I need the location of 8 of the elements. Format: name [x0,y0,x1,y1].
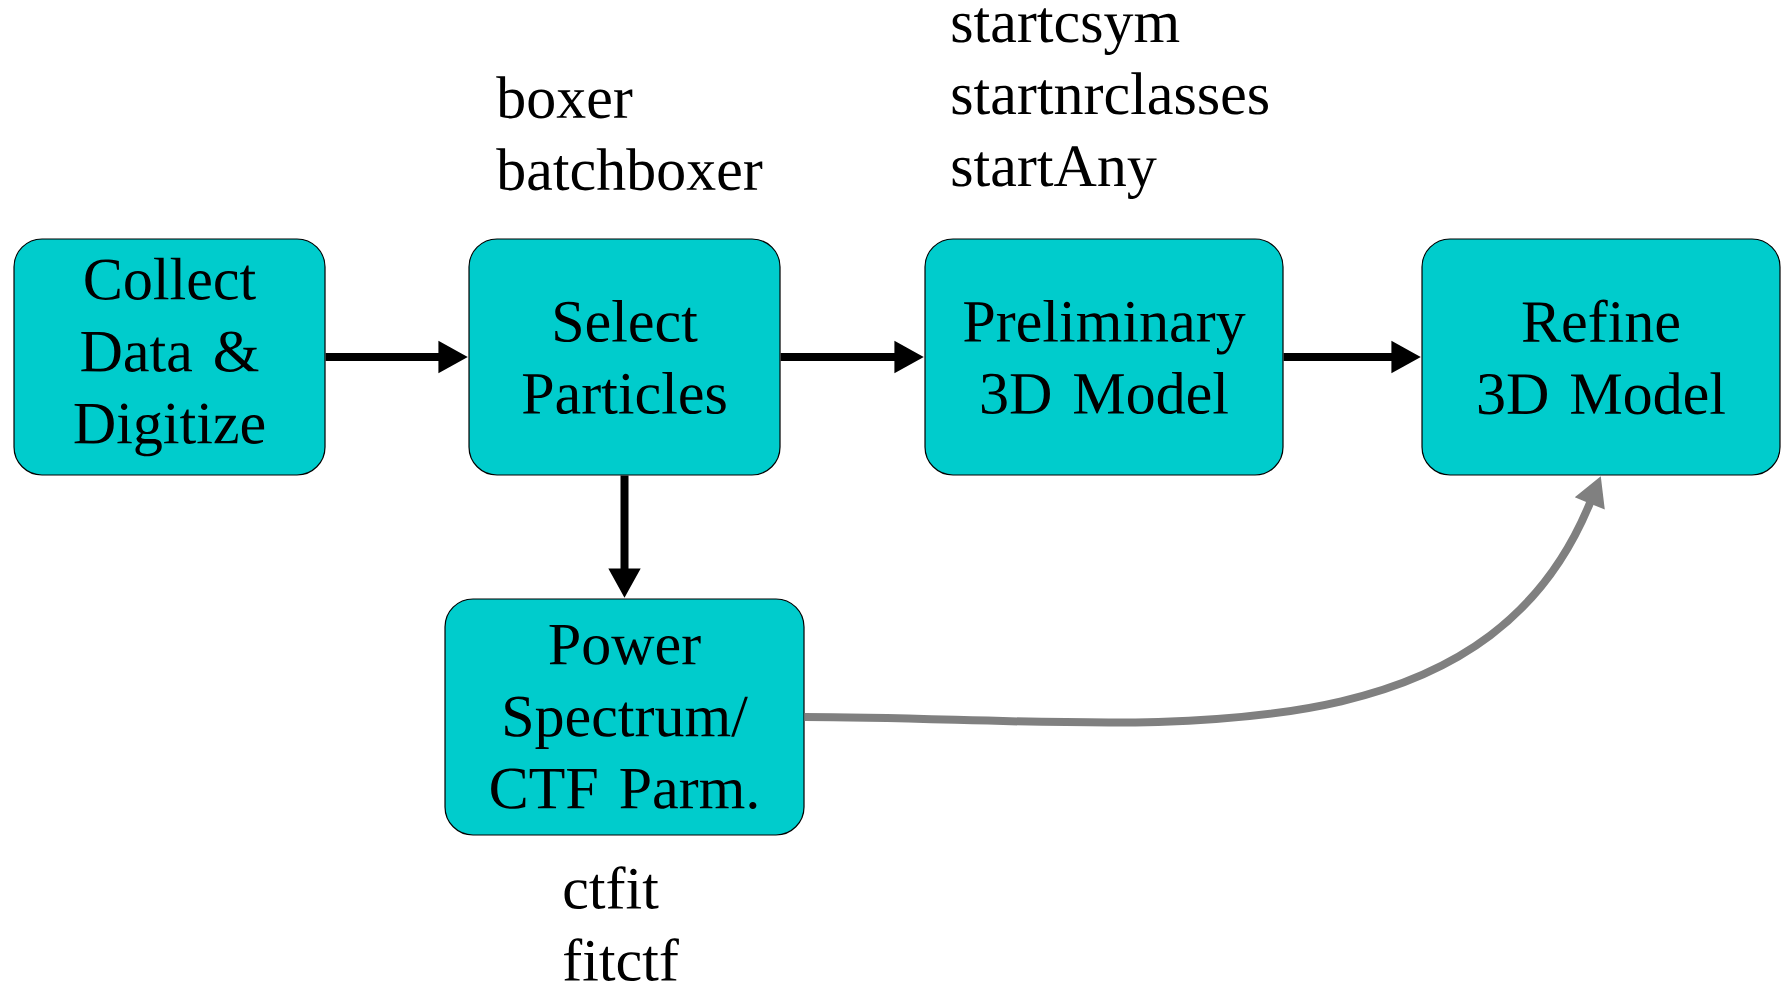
process-box: Select Particles [468,238,781,476]
process-box: Refine 3D Model [1421,238,1781,476]
command-list: ctfit fitctf [564,866,679,981]
process-box: Preliminary 3D Model [924,238,1284,476]
process-box: Power Spectrum/ CTF Parm. [444,598,805,836]
process-box: Collect Data & Digitize [13,238,326,476]
command-list: startcsym startnrclasses startAny [952,8,1268,199]
command-list: boxer batchboxer [496,76,763,191]
